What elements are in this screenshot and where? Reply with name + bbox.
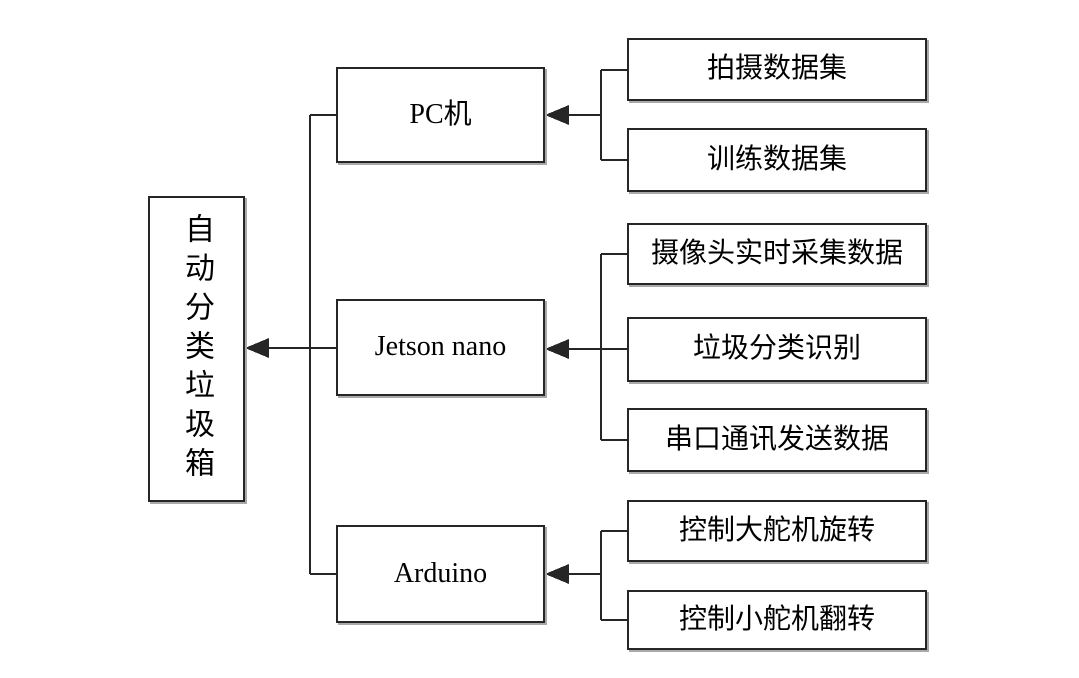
arrowhead-group xyxy=(245,105,569,584)
node-task-camera-realtime-collect: 摄像头实时采集数据 xyxy=(627,223,927,285)
arrow-left-icon xyxy=(545,105,569,125)
node-root-trash-bin: 自动分类垃圾箱 xyxy=(148,196,245,502)
left-spine-line xyxy=(266,114,336,575)
node-task-big-servo-rotate: 控制大舵机旋转 xyxy=(627,500,927,562)
node-module-jetson-nano: Jetson nano xyxy=(336,299,545,396)
bracket-jetson-line xyxy=(566,253,627,441)
node-task-small-servo-flip: 控制小舵机翻转 xyxy=(627,590,927,650)
node-task-capture-dataset: 拍摄数据集 xyxy=(627,38,927,101)
bracket-arduino-line xyxy=(566,530,627,621)
node-task-train-dataset: 训练数据集 xyxy=(627,128,927,192)
bracket-pc-line xyxy=(566,69,627,161)
node-module-pc: PC机 xyxy=(336,67,545,163)
wire-group xyxy=(266,69,627,621)
node-task-serial-send-data: 串口通讯发送数据 xyxy=(627,408,927,472)
node-task-garbage-classification: 垃圾分类识别 xyxy=(627,317,927,382)
arrow-left-icon xyxy=(545,339,569,359)
arrow-left-icon xyxy=(545,564,569,584)
node-module-arduino: Arduino xyxy=(336,525,545,623)
arrow-left-icon xyxy=(245,338,269,358)
